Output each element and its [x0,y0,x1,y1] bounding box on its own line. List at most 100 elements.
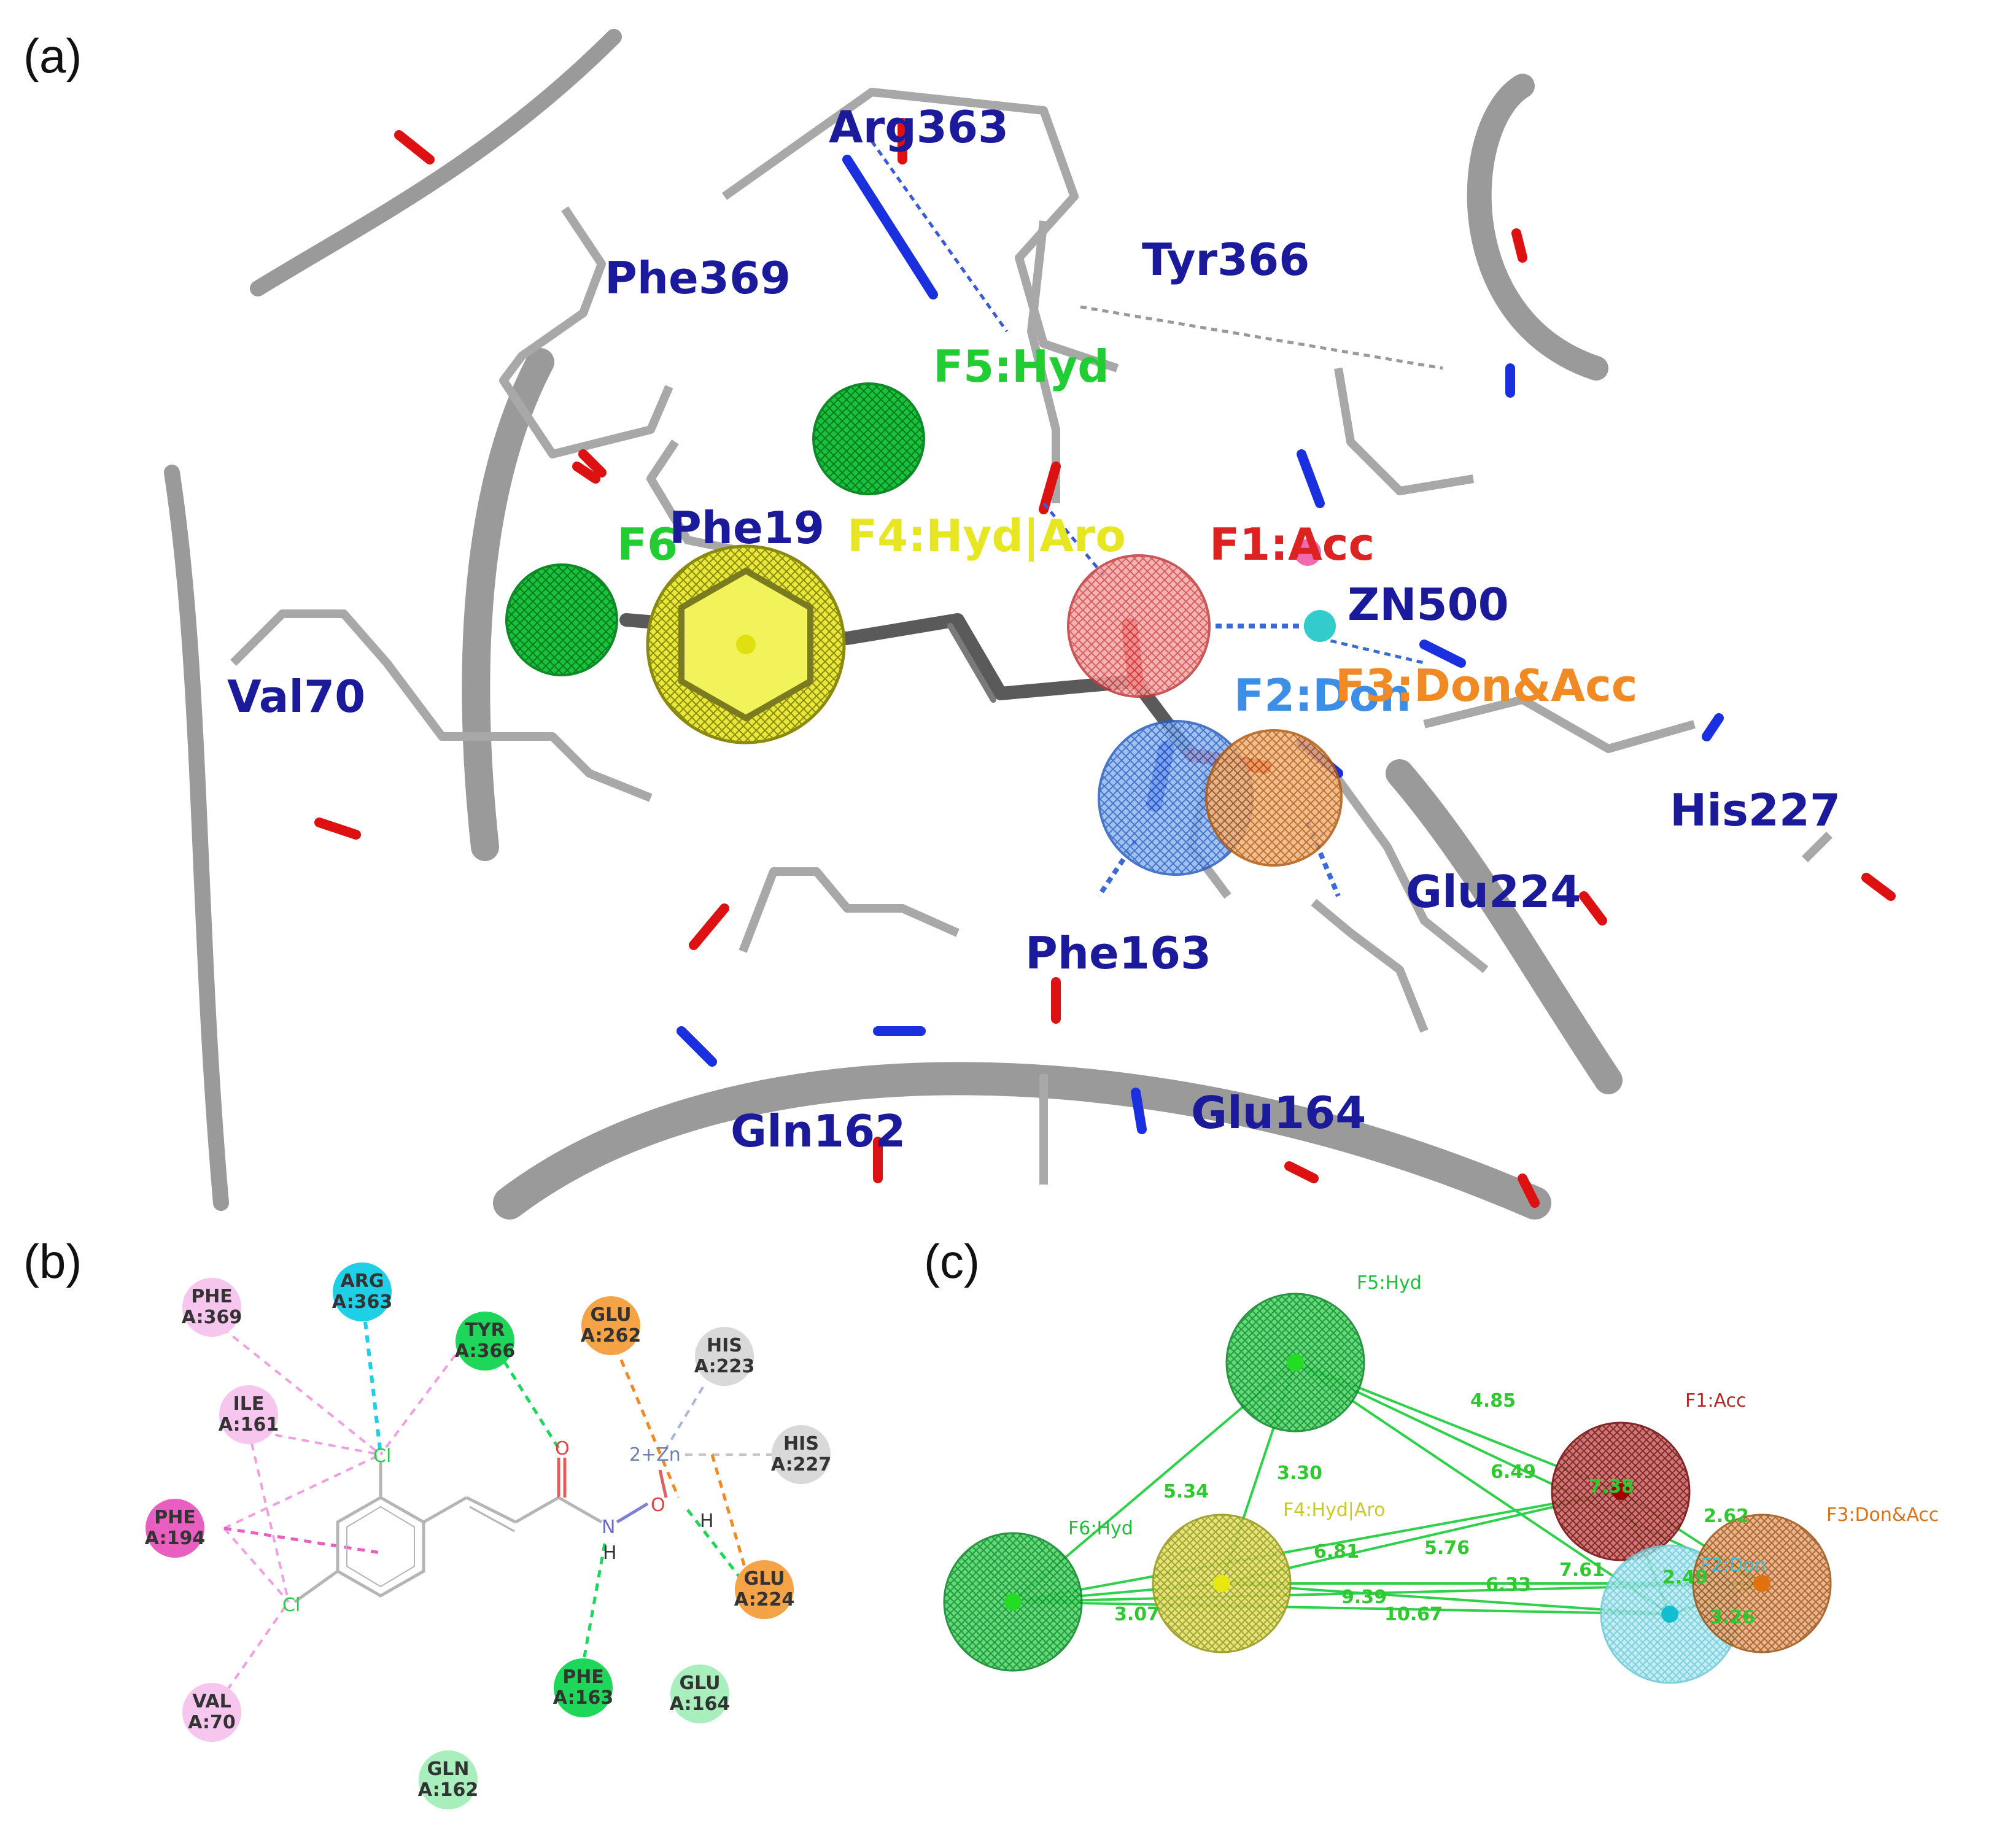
residue-arg363: ARG A:363 [332,1262,392,1321]
atom-h-hydroxyl: H [700,1510,714,1532]
label-f1-c: F1:Acc [1685,1390,1746,1412]
label-f2-a: F2:Don [1234,670,1411,721]
label-f1-a: F1:Acc [1209,519,1375,570]
svg-text:A:369: A:369 [182,1307,242,1328]
dist-10-67: 10.67 [1384,1604,1443,1625]
dist-3-30: 3.30 [1277,1463,1322,1484]
svg-text:A:223: A:223 [694,1356,754,1377]
f3-sphere [1205,729,1343,867]
panel-b-letter: (b) [23,1234,82,1288]
svg-text:A:163: A:163 [553,1687,613,1709]
dist-3-26: 3.26 [1710,1607,1755,1628]
f5-sphere [812,382,925,495]
atom-cl-bottom: Cl [282,1595,300,1616]
zinc-atom [1304,610,1336,642]
residue-ile161: ILE A:161 [219,1385,279,1444]
svg-text:A:224: A:224 [734,1589,794,1610]
atom-cl-top: Cl [373,1445,391,1467]
svg-text:PHE: PHE [191,1286,233,1307]
distance-labels: 4.85 6.49 3.30 5.34 6.81 5.76 7.61 6.33 … [1114,1390,1755,1628]
svg-text:VAL: VAL [192,1691,231,1712]
f1-marker [1294,539,1321,566]
residue-glu164: GLU A:164 [670,1664,730,1723]
label-glu164: Glu164 [1191,1087,1366,1139]
interaction-lines-b [211,1294,774,1714]
label-f4-c: F4:Hyd|Aro [1283,1499,1385,1521]
svg-text:A:363: A:363 [332,1291,392,1313]
f4-center [736,635,756,654]
label-arg363: Arg363 [829,101,1009,153]
label-f5-c: F5:Hyd [1357,1272,1422,1294]
panel-b: (b) [23,1234,831,1809]
svg-text:GLU: GLU [743,1568,785,1590]
label-glu224: Glu224 [1406,866,1581,918]
label-f6-a: F6 [617,519,678,570]
svg-text:GLU: GLU [679,1672,720,1694]
svg-text:A:70: A:70 [188,1712,236,1733]
dist-9-39: 9.39 [1341,1587,1387,1608]
ligand-2d [293,1458,668,1604]
dist-6-49: 6.49 [1491,1461,1536,1483]
label-phe163: Phe163 [1025,927,1211,979]
ligand-2d-atoms: Cl Cl O N H O H 2+Zn [282,1438,714,1616]
svg-text:A:262: A:262 [581,1325,641,1347]
panel-a: (a) [23,29,1896,1220]
svg-text:ARG: ARG [341,1270,384,1292]
residue-labels-a: Arg363 Phe369 Tyr366 Val70 Phe19 ZN500 H… [227,101,1840,1157]
label-gln162: Gln162 [731,1105,906,1157]
label-tyr366: Tyr366 [1142,234,1309,285]
label-val70: Val70 [227,671,365,722]
sphere-centers-c [1004,1354,1770,1623]
label-phe194: Phe19 [669,502,824,554]
dist-3-07: 3.07 [1114,1604,1160,1625]
residue-phe194: PHE A:194 [145,1499,205,1558]
svg-text:A:161: A:161 [219,1414,279,1436]
dist-7-38: 7.38 [1589,1476,1634,1498]
panel-a-letter: (a) [23,29,82,83]
label-f6-c: F6:Hyd [1068,1518,1133,1539]
dist-6-81: 6.81 [1314,1541,1359,1563]
feature-labels-c: F5:Hyd F1:Acc F3:Don&Acc F6:Hyd F4:Hyd|A… [1068,1272,1939,1576]
label-f2-c: F2:Don [1701,1555,1766,1576]
dist-2-49: 2.49 [1662,1567,1708,1588]
dist-7-61: 7.61 [1559,1560,1605,1581]
svg-text:ILE: ILE [233,1393,265,1415]
f1-sphere [1067,554,1211,698]
residue-glu224: GLU A:224 [734,1560,794,1619]
dist-6-33: 6.33 [1486,1574,1531,1596]
dist-5-34: 5.34 [1163,1481,1209,1502]
label-f3-c: F3:Don&Acc [1826,1504,1939,1526]
label-his227: His227 [1670,784,1840,836]
residue-val70: VAL A:70 [182,1683,241,1742]
svg-text:A:194: A:194 [145,1528,205,1549]
residue-phe369: PHE A:369 [182,1278,242,1337]
svg-text:PHE: PHE [562,1666,604,1688]
svg-text:PHE: PHE [154,1507,196,1528]
heteroatom-sticks [314,118,1896,1208]
svg-text:GLN: GLN [427,1758,470,1780]
svg-text:A:366: A:366 [455,1340,515,1362]
label-f4-a: F4:Hyd|Aro [847,510,1126,562]
residue-discs-b: PHE A:369 ARG A:363 TYR A:366 GLU A:262 … [145,1262,831,1809]
panel-c: (c) [924,1234,1939,1684]
svg-text:TYR: TYR [465,1320,505,1341]
atom-o-carbonyl: O [555,1438,570,1459]
residue-phe163: PHE A:163 [553,1658,613,1717]
residue-his227: HIS A:227 [771,1425,831,1484]
label-f5-a: F5:Hyd [933,341,1109,392]
dist-2-62: 2.62 [1704,1506,1749,1527]
label-phe369: Phe369 [605,252,791,304]
side-chains [230,88,1832,1185]
svg-text:HIS: HIS [707,1335,742,1356]
protein-ribbons [164,29,1623,1220]
dist-4-85: 4.85 [1470,1390,1516,1412]
residue-tyr366: TYR A:366 [455,1312,515,1371]
svg-text:A:164: A:164 [670,1693,730,1715]
dist-5-76: 5.76 [1424,1537,1470,1559]
label-f3-a: F3:Don&Acc [1335,660,1637,711]
residue-gln162: GLN A:162 [418,1750,478,1809]
atom-o-hydroxyl: O [651,1494,665,1516]
f6-sphere [505,563,618,676]
residue-glu262: GLU A:262 [581,1296,641,1355]
